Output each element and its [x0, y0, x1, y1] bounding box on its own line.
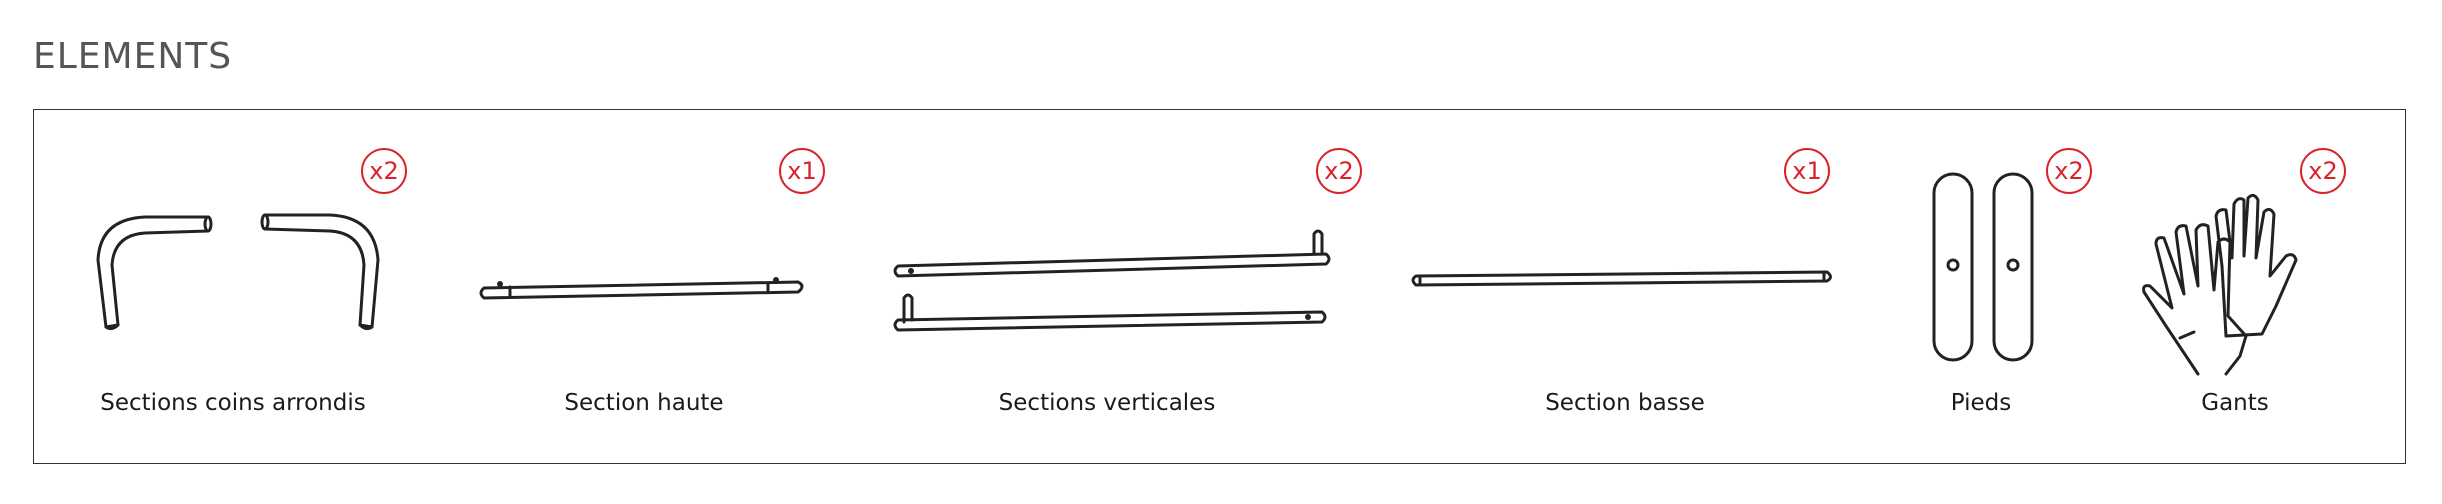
section-heading: ELEMENTS	[33, 36, 233, 77]
bottom-section-icon	[1411, 270, 1832, 287]
item-label: Pieds	[1950, 390, 2012, 416]
gloves-icon	[2142, 193, 2298, 376]
vertical-sections-icon	[893, 229, 1331, 332]
item-label: Gants	[2201, 390, 2269, 416]
quantity-badge: x1	[779, 148, 825, 194]
item-label: Section basse	[1545, 390, 1705, 416]
item-label: Sections coins arrondis	[100, 390, 366, 416]
quantity-badge: x2	[361, 148, 407, 194]
quantity-badge: x2	[2300, 148, 2346, 194]
quantity-badge: x1	[1784, 148, 1830, 194]
rounded-corner-sections-icon	[96, 213, 380, 331]
top-section-icon	[479, 277, 804, 300]
feet-icon	[1932, 172, 2034, 362]
quantity-badge: x2	[1316, 148, 1362, 194]
item-label: Sections verticales	[998, 390, 1216, 416]
item-label: Section haute	[564, 390, 724, 416]
elements-panel	[33, 109, 2406, 464]
quantity-badge: x2	[2046, 148, 2092, 194]
